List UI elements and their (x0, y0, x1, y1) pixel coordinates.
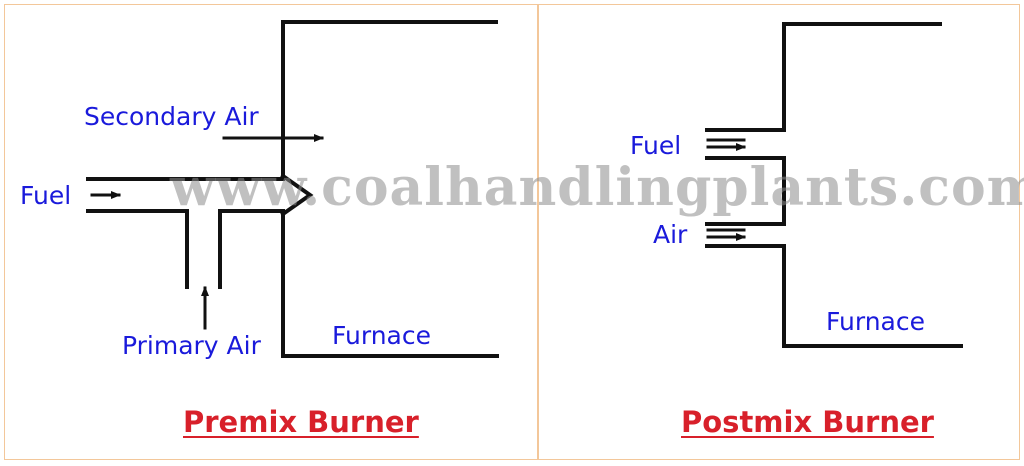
premix-panel (4, 4, 538, 460)
premix-primary-air-label: Primary Air (122, 331, 261, 360)
watermark-text: www.coalhandlingplants.com (170, 157, 1024, 218)
postmix-drawing (705, 22, 963, 348)
postmix-furnace-label: Furnace (826, 307, 925, 336)
postmix-panel (538, 4, 1020, 460)
postmix-air-label: Air (653, 220, 688, 249)
premix-secondary-air-label: Secondary Air (84, 102, 259, 131)
postmix-fuel-label: Fuel (630, 131, 682, 160)
postmix-separator (705, 156, 786, 226)
postmix-furnace-wall-bottom (705, 244, 963, 348)
premix-fuel-label: Fuel (20, 181, 72, 210)
premix-caption: Premix Burner (183, 405, 419, 439)
postmix-caption: Postmix Burner (681, 405, 934, 439)
premix-drawing (86, 20, 499, 358)
postmix-furnace-wall-top (705, 22, 942, 132)
premix-furnace-wall (281, 20, 499, 358)
premix-nozzle (280, 173, 314, 217)
premix-furnace-label: Furnace (332, 321, 431, 350)
